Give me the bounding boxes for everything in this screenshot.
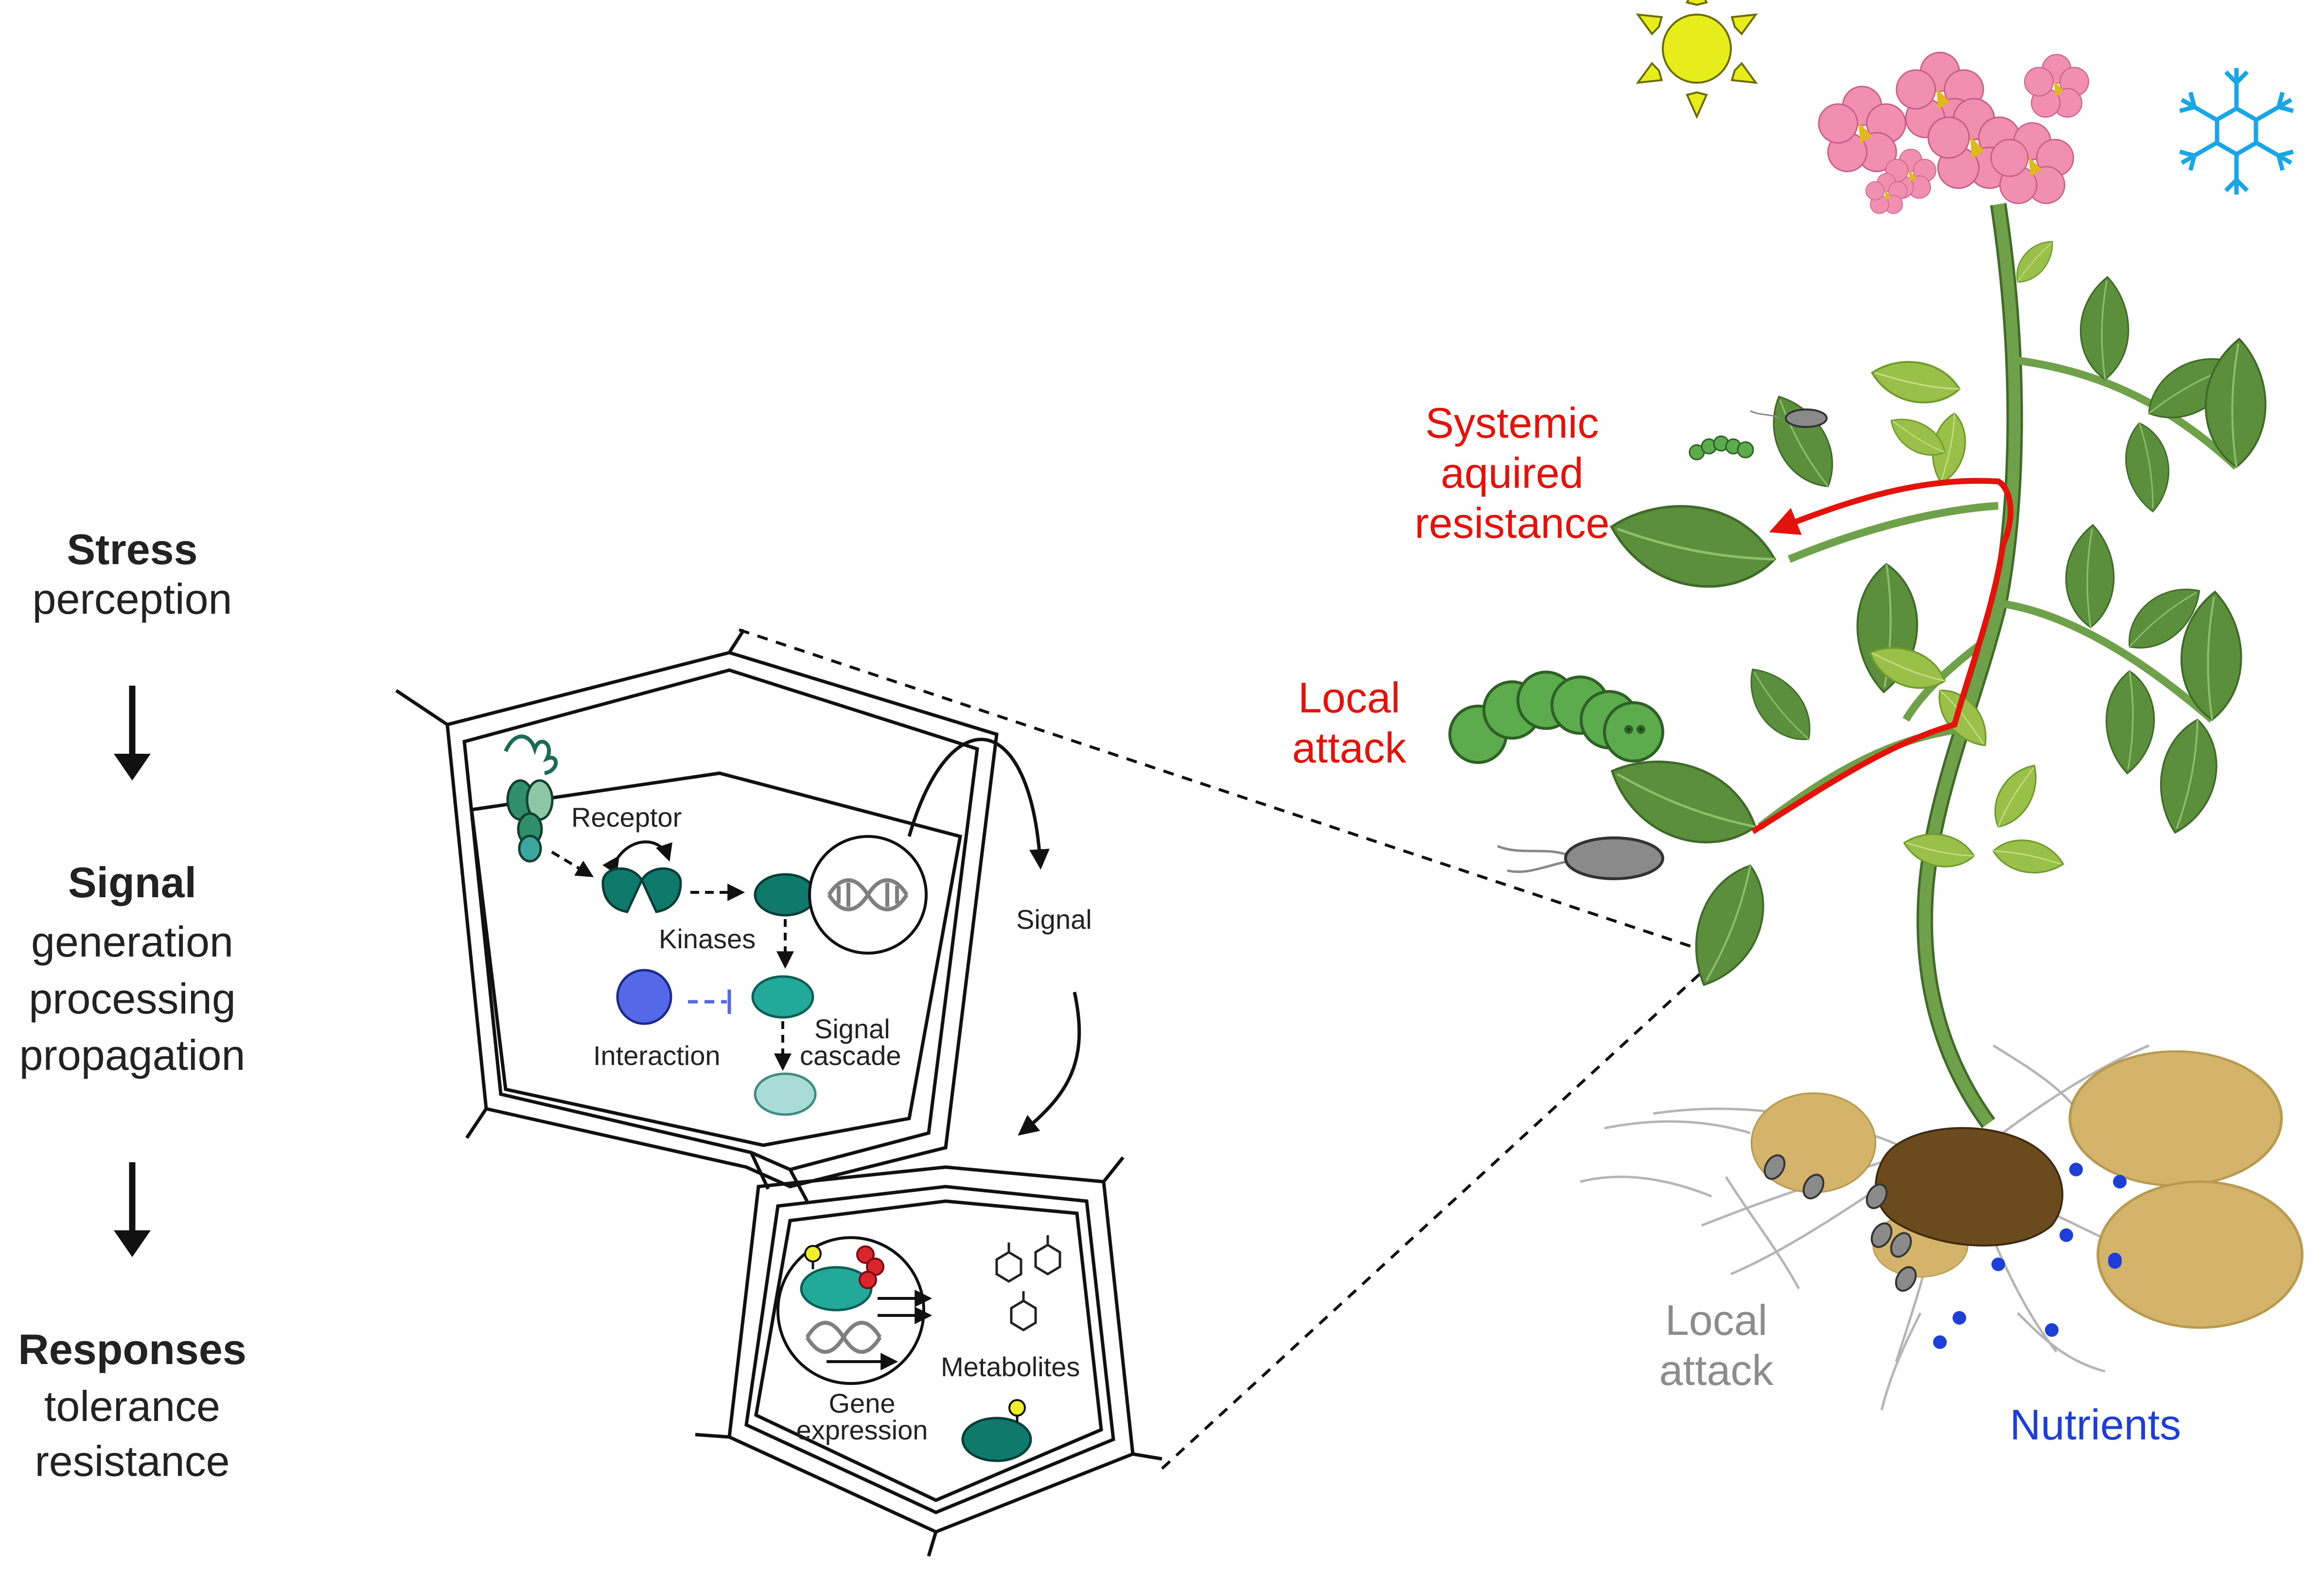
signal-line3: propagation [19,1031,246,1079]
cascade-protein-2 [754,1072,817,1116]
flow-column: Stress perception Signal generation proc… [18,525,246,1485]
sun-icon [1636,0,1758,119]
tuber-2 [2070,1051,2282,1186]
responses-line1: tolerance [44,1382,220,1430]
gene-expression-label-1: Gene [829,1388,896,1419]
bacterium-icon [1497,836,1664,880]
active-protein-icon [961,1399,1032,1462]
systemic-label-1: Systemic [1426,399,1599,447]
nucleus [808,835,928,955]
signal-label: Signal [1016,904,1092,935]
systemic-label-3: resistance [1414,499,1609,547]
responses-title: Responses [18,1325,246,1373]
dna-icon-2 [805,1321,882,1354]
nutrient-dots [1933,1163,2127,1349]
signal-line2: processing [29,975,236,1023]
signal-title: Signal [68,858,196,906]
caterpillar-icon [1448,671,1664,764]
metabolites-label: Metabolites [941,1351,1080,1382]
systemic-label-2: aquired [1441,449,1584,497]
small-bacterium-icon [1750,408,1828,428]
signal-arrow-out [907,738,1050,870]
stress-title: Stress [67,525,197,573]
local-attack-grey-1: Local [1665,1296,1767,1344]
signal-line1: generation [31,918,233,966]
cascade-protein-1 [751,975,814,1019]
local-attack-grey-2: attack [1659,1346,1774,1394]
flowers [1818,52,2089,214]
phosphate-icon [804,1245,822,1262]
flow-arrow-2 [114,1162,151,1257]
interaction-label: Interaction [593,1040,721,1071]
kinases-label: Kinases [659,923,756,954]
kinase-autophos-arrow [602,840,672,875]
dna-icon [827,878,909,911]
zoom-lines [739,628,1712,1470]
stress-line1: perception [33,575,232,623]
snowflake-icon [2179,68,2294,195]
main-stem [1916,203,2023,1128]
nucleus-2 [776,1236,933,1385]
responses-line2: resistance [35,1437,229,1485]
kinase-pair-icon [601,867,682,913]
signal-cascade-label-1: Signal [814,1013,890,1044]
tuber-3 [2098,1182,2302,1328]
local-attack-red-2: attack [1292,724,1407,772]
signal-cascade-label-2: cascade [800,1040,901,1071]
arrow-receptor-kinase [551,851,594,877]
kinase-icon [754,873,817,917]
small-caterpillar-icon [1689,435,1754,461]
receptor-label: Receptor [571,802,682,833]
gene-expression-label-2: expression [796,1415,928,1445]
signal-arrow-in [1018,992,1081,1136]
inhibition-line [688,990,731,1014]
transcription-factor-icon [800,1266,873,1312]
leaves [1599,234,2278,997]
hormone-icon [856,1245,884,1289]
interaction-protein-icon [616,969,672,1025]
local-attack-red-1: Local [1298,674,1400,722]
metabolite-icons [995,1235,1061,1331]
receptor-icon [504,734,558,863]
systemic-resistance-arrow [1751,478,2014,834]
cell-lower [695,1152,1162,1557]
cell-upper [395,629,999,1189]
flow-arrow-1 [114,686,151,781]
seed-tuber [1875,1127,2063,1247]
nutrients-label: Nutrients [2010,1401,2181,1449]
